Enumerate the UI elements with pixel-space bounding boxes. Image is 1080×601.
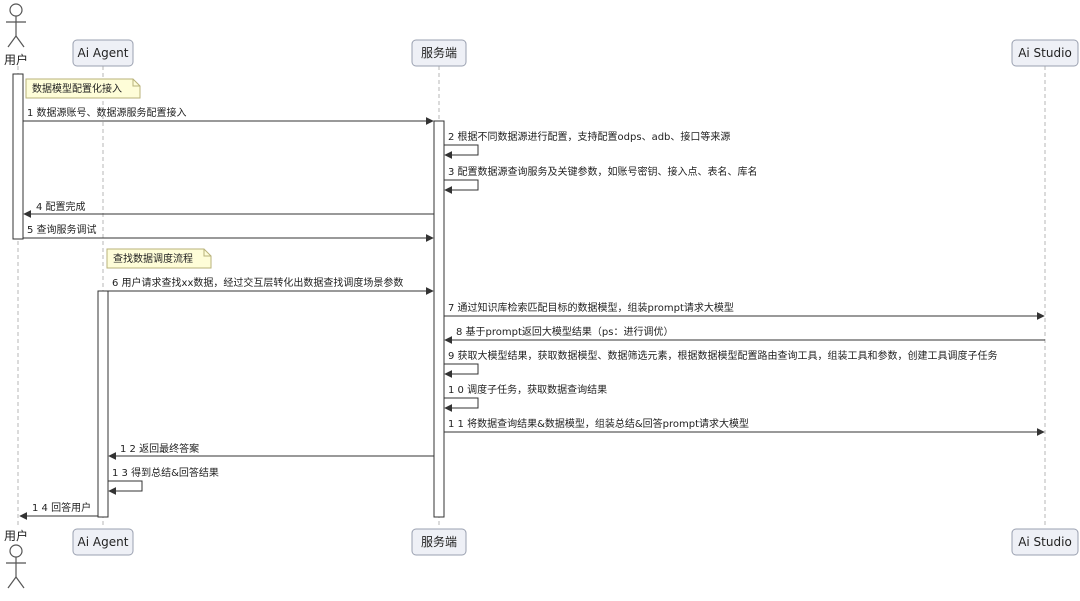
msg-5-label: 5 查询服务调试: [27, 223, 97, 236]
server-activation: [433, 120, 445, 518]
user-label-bottom: 用户: [4, 528, 28, 543]
studio-box-bottom: [1011, 528, 1079, 556]
studio-label-bottom: Ai Studio: [1018, 535, 1072, 549]
msg-13-arrow: [108, 480, 143, 495]
user-label-top: 用户: [4, 52, 28, 67]
msg-12-label: 1 2 返回最终答案: [120, 442, 199, 455]
msg-2-label: 2 根据不同数据源进行配置，支持配置odps、adb、接口等来源: [448, 130, 730, 143]
studio-label-top: Ai Studio: [1018, 46, 1072, 60]
server-box-top: [411, 39, 467, 67]
note-dispatch-text: 查找数据调度流程: [113, 252, 193, 265]
msg-7-label: 7 通过知识库检索匹配目标的数据模型，组装prompt请求大模型: [448, 301, 734, 314]
agent-box-top: [72, 39, 134, 67]
msg-14-label: 1 4 回答用户: [32, 501, 91, 514]
msg-3-label: 3 配置数据源查询服务及关键参数，如账号密钥、接入点、表名、库名: [448, 165, 758, 178]
msg-13-label: 1 3 得到总结&回答结果: [112, 466, 219, 479]
msg-10-label: 1 0 调度子任务，获取数据查询结果: [448, 383, 607, 396]
agent-activation: [97, 290, 109, 518]
msg-11-label: 1 1 将数据查询结果&数据模型，组装总结&回答prompt请求大模型: [448, 417, 749, 430]
agent-label-bottom: Ai Agent: [78, 535, 129, 549]
msg-1-label: 1 数据源账号、数据源服务配置接入: [27, 106, 187, 119]
msg-9-arrow: [444, 363, 479, 378]
msg-3-arrow: [444, 179, 479, 194]
msg-9-label: 9 获取大模型结果，获取数据模型、数据筛选元素，根据数据模型配置路由查询工具，组…: [448, 349, 998, 362]
msg-4-label: 4 配置完成: [36, 200, 86, 213]
user-actor-icon-bottom: [6, 544, 26, 589]
user-actor-icon: [6, 3, 26, 48]
msg-8-label: 8 基于prompt返回大模型结果（ps：进行调优）: [456, 325, 673, 338]
msg-10-arrow: [444, 397, 479, 412]
note-config: [25, 78, 141, 99]
server-label-bottom: 服务端: [421, 534, 457, 549]
msg-6-label: 6 用户请求查找xx数据，经过交互层转化出数据查找调度场景参数: [112, 276, 403, 289]
msg-2-arrow: [444, 144, 479, 159]
user-activation: [12, 73, 24, 240]
server-label-top: 服务端: [421, 45, 457, 60]
note-dispatch: [106, 248, 212, 269]
note-config-text: 数据模型配置化接入: [32, 82, 122, 95]
agent-box-bottom: [72, 528, 134, 556]
studio-box-top: [1011, 39, 1079, 67]
agent-label-top: Ai Agent: [78, 46, 129, 60]
server-box-bottom: [411, 528, 467, 556]
